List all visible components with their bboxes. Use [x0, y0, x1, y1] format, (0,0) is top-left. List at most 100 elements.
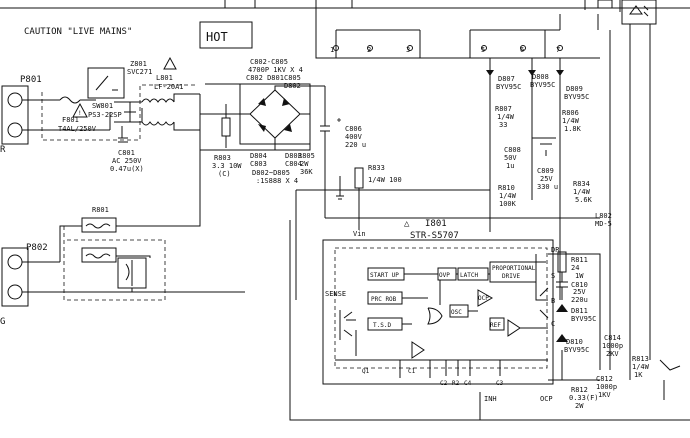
pin-dot-5	[520, 45, 526, 51]
warning-triangle-ic: △	[404, 219, 410, 229]
c810-value1: 25V	[573, 288, 586, 296]
d809-ref: D809	[566, 85, 583, 93]
r803-value: 3.3 10W	[212, 162, 242, 170]
r801-body	[81, 217, 117, 233]
warning-mark-1: !	[78, 110, 82, 117]
filter-bus	[114, 101, 142, 123]
d807-value: BYV95C	[496, 83, 521, 91]
bridge-wiring	[199, 85, 325, 151]
r813-value1: 1/4W	[632, 363, 650, 371]
r810-value2: 100K	[499, 200, 517, 208]
pin-dot-6	[557, 45, 563, 51]
optocoupler	[621, 0, 657, 25]
z801-ref: Z801	[130, 60, 147, 68]
s-pin-label: S	[551, 272, 555, 280]
r805-value2: 36K	[300, 168, 313, 176]
osc-label: OSC	[451, 309, 462, 316]
p801-pin1	[7, 92, 23, 108]
c812-ref: C812	[596, 375, 613, 383]
top-feeds	[315, 0, 621, 14]
r805-value1: 2W	[300, 160, 309, 168]
c808-ref: C808	[504, 146, 521, 154]
c1-label: C1	[408, 368, 416, 375]
r811-value2: 1W	[575, 272, 584, 280]
ovp-label: OVP	[439, 272, 450, 279]
l801-value: LF-20A1	[154, 83, 184, 91]
sw801-value: PS3-22SP	[88, 111, 122, 119]
ptc-element-1	[85, 253, 111, 259]
p801-label: P801	[20, 75, 42, 85]
pin-3-label: 3	[406, 46, 410, 54]
c805-label: C805	[284, 74, 301, 82]
c812-value2: 1KV	[598, 391, 611, 399]
sense-transistor	[339, 310, 357, 356]
r803-body	[221, 117, 231, 137]
latch-label: LATCH	[460, 272, 478, 279]
f801-value: T4AL/250V	[58, 125, 97, 133]
c814-value1: 1000p	[602, 342, 623, 350]
d809-value: BYV95C	[564, 93, 589, 101]
transformer-winding	[336, 14, 599, 31]
c801-ref: C801	[118, 149, 135, 157]
c803-diode: C803	[250, 160, 267, 168]
ic-internal-wiring	[402, 272, 548, 329]
pin-dot-1	[333, 45, 339, 51]
ground-hot-1	[336, 176, 344, 200]
p801-connector	[1, 85, 29, 145]
z801-value: SVC271	[127, 68, 152, 76]
l802-ref: L802	[595, 212, 612, 220]
c806-plus	[337, 118, 341, 122]
degauss-wiring	[59, 94, 201, 292]
c806-value1: 400V	[345, 133, 363, 141]
c4-label: C4	[464, 380, 472, 387]
r806-value2: 1.8K	[564, 125, 582, 133]
c809-ref: C809	[537, 167, 554, 175]
sw801-contact	[95, 75, 118, 91]
fuse-f801	[59, 96, 81, 104]
d811-ref: D811	[571, 307, 588, 315]
pin-7-label: 7	[556, 46, 560, 54]
r833-value: 1/4W 100	[368, 176, 402, 184]
ocp-comp-label: OCP	[478, 295, 489, 302]
pin-dot-2	[367, 45, 373, 51]
r811-value1: 24	[571, 264, 579, 272]
secondary-rails	[489, 30, 611, 370]
r833-ref: R833	[368, 164, 385, 172]
ptc-body-1	[81, 247, 117, 263]
r813-ref: R813	[632, 355, 649, 363]
r803-note: (C)	[218, 170, 231, 178]
output-wiring	[548, 253, 601, 381]
degauss-outline	[63, 226, 166, 301]
d808-ref: D808	[532, 73, 549, 81]
transformer-pin-bus	[315, 14, 600, 59]
c804-diode: C804	[285, 160, 302, 168]
degauss-wires	[22, 261, 245, 293]
start-up-label: START UP	[370, 272, 399, 279]
bridge-rectifier	[249, 89, 301, 139]
c808-ground	[532, 137, 556, 156]
c801-value1: AC 250V	[112, 157, 142, 165]
inh-pin-label: INH	[484, 395, 497, 403]
sw801-ref: SW801	[92, 102, 113, 110]
r-edge-label: R	[0, 145, 6, 155]
p801-pin2	[7, 122, 23, 138]
bridge-diodes-value: :1S888 X 4	[256, 177, 298, 185]
g-edge-label: G	[0, 317, 5, 327]
i801-part: STR-S5707	[410, 231, 459, 241]
z801-body	[124, 102, 136, 122]
c809-value1: 25V	[540, 175, 553, 183]
coil-wiring	[141, 93, 200, 131]
bridge-diodes	[258, 98, 292, 132]
c814-value2: 2KV	[606, 350, 619, 358]
primary-bus	[289, 189, 600, 340]
top-box-edge	[224, 0, 256, 8]
c801-value2: 0.47u(X)	[110, 165, 144, 173]
top-right-box	[597, 0, 613, 9]
caution-label: CAUTION "LIVE MAINS"	[24, 27, 132, 37]
r806-value1: 1/4W	[562, 117, 580, 125]
warning-triangle-1	[72, 102, 88, 118]
c802-value: 4700P 1KV X 4	[248, 66, 303, 74]
r801-element	[85, 223, 111, 229]
c812-value1: 1000p	[596, 383, 617, 391]
c803-ref: D804	[250, 152, 267, 160]
